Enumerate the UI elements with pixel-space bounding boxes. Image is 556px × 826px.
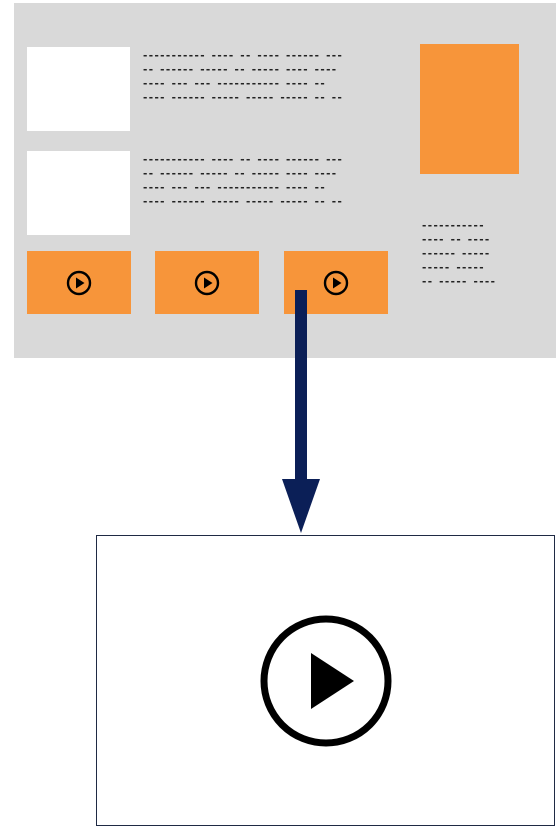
thumbnail-2 — [27, 151, 130, 235]
play-circle-icon — [66, 270, 92, 295]
video-player[interactable] — [96, 535, 555, 826]
play-circle-icon[interactable] — [251, 606, 401, 756]
arrow-down-icon — [282, 290, 320, 533]
play-circle-icon — [194, 270, 220, 295]
thumbnail-1 — [27, 47, 130, 131]
side-placeholder-text: ----------- ---- -- ---- ------ ----- --… — [421, 220, 496, 288]
video-button-2[interactable] — [155, 251, 259, 314]
placeholder-text-1: ----------- ---- -- ---- ------ --- -- -… — [142, 50, 343, 104]
side-banner — [420, 44, 519, 174]
play-circle-icon — [323, 270, 349, 295]
video-button-1[interactable] — [27, 251, 131, 314]
placeholder-text-2: ----------- ---- -- ---- ------ --- -- -… — [142, 154, 343, 208]
